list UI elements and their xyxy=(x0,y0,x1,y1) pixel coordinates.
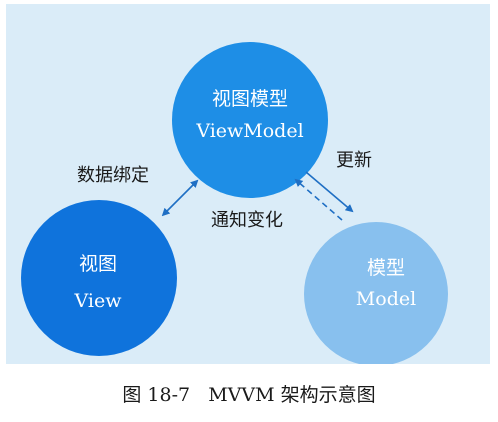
view-node: 视图 View xyxy=(21,200,177,356)
update-arrow xyxy=(305,171,354,213)
figure-title: MVVM 架构示意图 xyxy=(208,384,376,406)
viewmodel-node-title: 视图模型 xyxy=(212,88,288,110)
binding-label: 数据绑定 xyxy=(77,165,149,186)
mvvm-diagram: 模型 Model 视图 View 视图模型 ViewModel 数据绑定 更新 … xyxy=(21,42,448,364)
update-label: 更新 xyxy=(336,150,372,171)
view-node-title: 视图 xyxy=(79,253,117,275)
notify-label: 通知变化 xyxy=(211,210,283,231)
notify-arrow xyxy=(294,178,343,221)
model-node: 模型 Model xyxy=(304,222,448,364)
model-node-subtitle: Model xyxy=(356,288,416,310)
model-node-title: 模型 xyxy=(367,257,405,279)
figure-number: 图 18-7 xyxy=(122,384,191,406)
viewmodel-node-subtitle: ViewModel xyxy=(195,120,303,142)
binding-arrow xyxy=(161,179,199,217)
diagram-panel: 模型 Model 视图 View 视图模型 ViewModel 数据绑定 更新 … xyxy=(6,4,490,364)
view-node-subtitle: View xyxy=(74,290,123,312)
viewmodel-node: 视图模型 ViewModel xyxy=(172,42,328,198)
figure-caption: 图 18-7 MVVM 架构示意图 xyxy=(0,380,498,407)
